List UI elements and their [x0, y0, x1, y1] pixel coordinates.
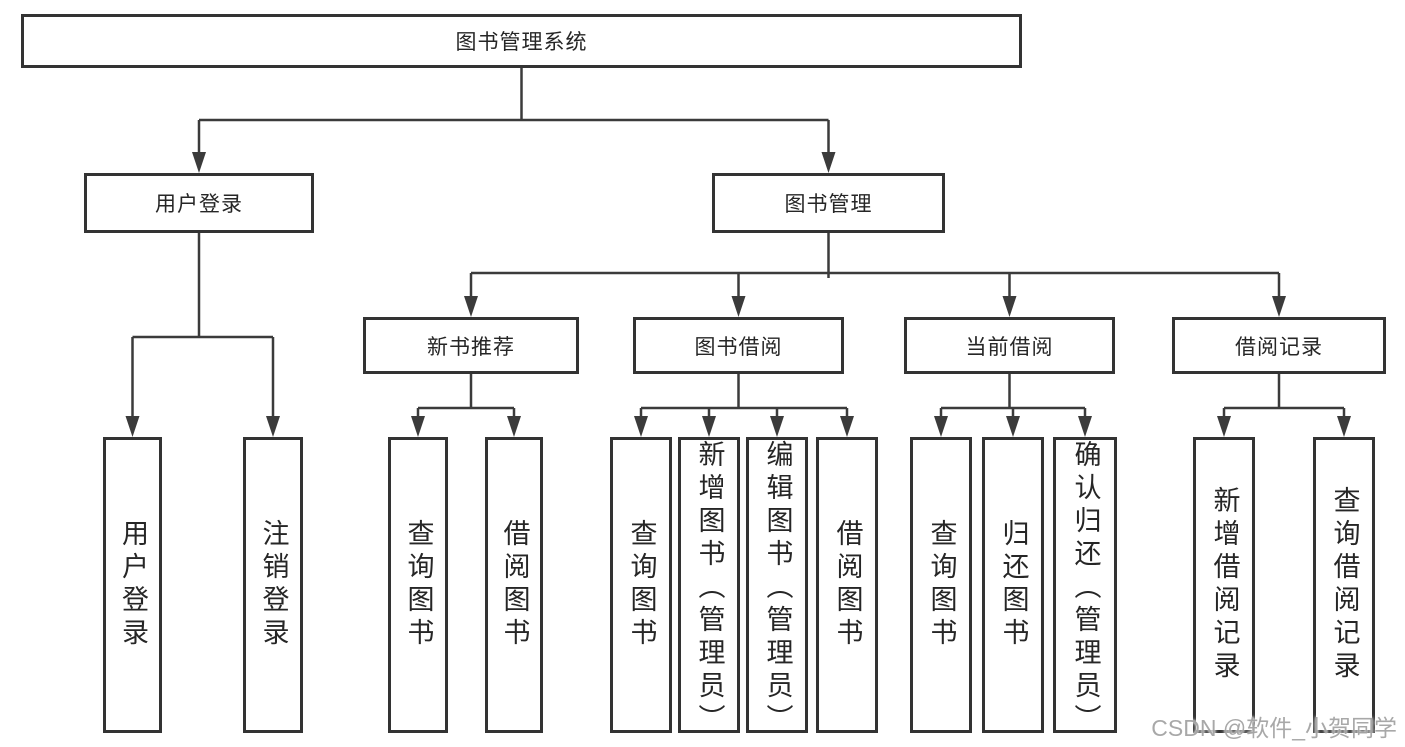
leaf-query-books: 查询图书 [388, 437, 448, 733]
arrowhead-icons [125, 152, 1351, 437]
csdn-watermark: CSDN @软件_小贺同学 [1151, 715, 1397, 741]
leaf-query-borrow-record: 查询借阅记录 [1313, 437, 1375, 733]
node-new-book-recommendation: 新书推荐 [363, 317, 579, 374]
leaf-query-books-3: 查询图书 [910, 437, 972, 733]
node-current-borrowing: 当前借阅 [904, 317, 1115, 374]
node-book-management: 图书管理 [712, 173, 945, 233]
leaf-add-borrow-record: 新增借阅记录 [1193, 437, 1255, 733]
node-book-borrowing: 图书借阅 [633, 317, 844, 374]
leaf-borrow-books: 借阅图书 [485, 437, 543, 733]
leaf-query-books-2: 查询图书 [610, 437, 672, 733]
node-user-login: 用户登录 [84, 173, 314, 233]
node-library-management-system: 图书管理系统 [21, 14, 1022, 68]
leaf-borrow-books-2: 借阅图书 [816, 437, 878, 733]
leaf-confirm-return-admin: 确认归还（管理员） [1053, 437, 1117, 737]
leaf-add-book-admin: 新增图书（管理员） [678, 437, 740, 737]
leaf-user-login: 用户登录 [103, 437, 162, 733]
node-borrowing-records: 借阅记录 [1172, 317, 1386, 374]
leaf-return-books: 归还图书 [982, 437, 1044, 733]
leaf-logout: 注销登录 [243, 437, 303, 733]
leaf-edit-book-admin: 编辑图书（管理员） [746, 437, 808, 737]
